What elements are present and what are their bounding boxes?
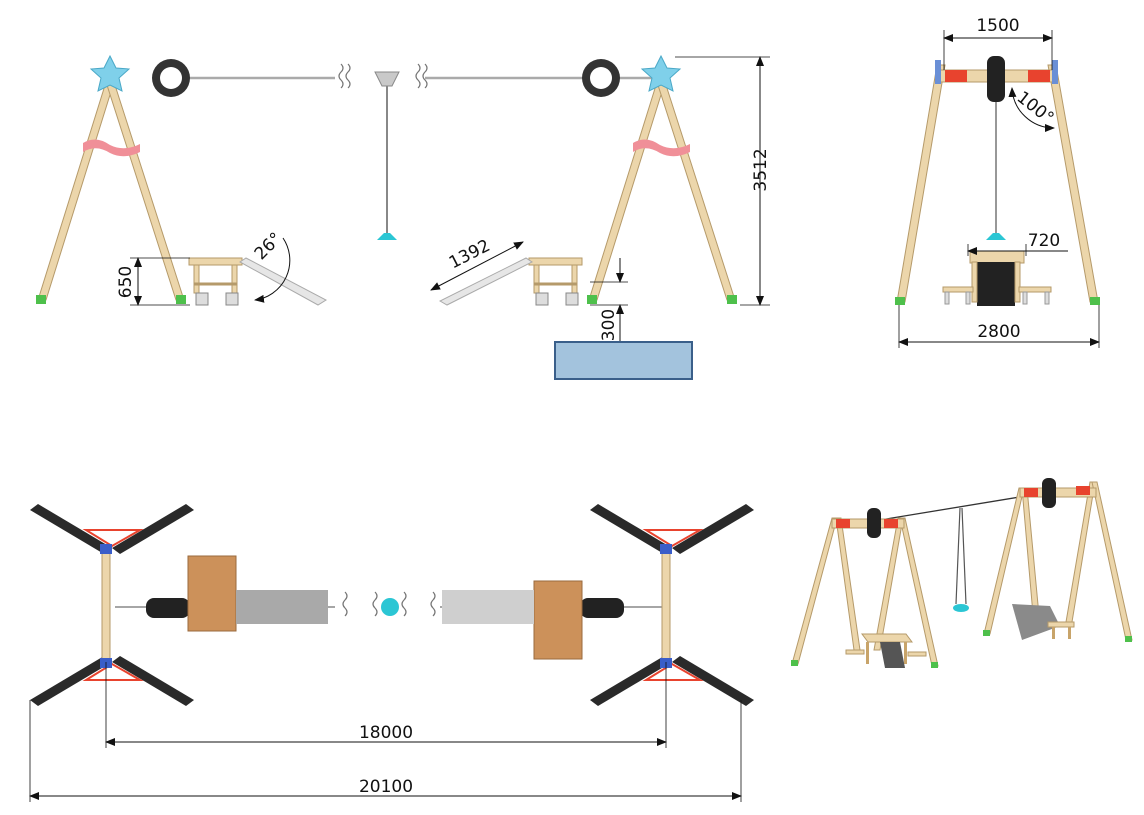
swing-seat bbox=[986, 233, 1006, 240]
beam-end bbox=[836, 519, 850, 528]
bench-height-label: 650 bbox=[116, 266, 136, 298]
foot bbox=[176, 295, 186, 304]
beam-3d-right bbox=[1019, 487, 1097, 498]
dimension-1392: 1392 bbox=[430, 236, 524, 291]
break-symbol-icon bbox=[342, 591, 436, 617]
frame-angle-label: 100° bbox=[1013, 88, 1058, 129]
ramp-length-label: 1392 bbox=[446, 236, 494, 273]
beam-end-left bbox=[945, 70, 967, 82]
foot bbox=[791, 660, 798, 666]
free-space-label: 300 bbox=[599, 309, 619, 341]
tire-icon bbox=[152, 59, 190, 97]
bracket-right bbox=[1052, 60, 1058, 84]
beam-end bbox=[1024, 488, 1038, 497]
cross-brace bbox=[83, 139, 140, 157]
perspective-view bbox=[791, 478, 1133, 668]
dimension-20100: 20100 bbox=[29, 700, 742, 802]
dimension-300: 300 bbox=[590, 258, 628, 345]
right-frame-plan bbox=[590, 504, 754, 706]
seat-width-label: 720 bbox=[1028, 231, 1060, 251]
bracket-left bbox=[935, 60, 941, 84]
bench-top-plan bbox=[533, 580, 583, 660]
foot bbox=[895, 297, 905, 305]
right-bench bbox=[528, 257, 583, 306]
dimension-650: 650 bbox=[116, 257, 190, 306]
star-ornament-icon bbox=[89, 54, 131, 92]
bench-3d-left bbox=[845, 633, 927, 668]
cross-brace bbox=[633, 139, 690, 157]
right-a-frame bbox=[587, 54, 737, 304]
highlight-box bbox=[554, 341, 693, 380]
dimension-100-angle: 100° bbox=[1008, 87, 1058, 133]
bench-end-view bbox=[942, 250, 1052, 306]
beam-end bbox=[1076, 486, 1090, 495]
outer-span-label: 20100 bbox=[359, 777, 413, 797]
tire-icon bbox=[582, 59, 620, 97]
foot bbox=[983, 630, 990, 636]
star-ornament-icon bbox=[640, 54, 682, 92]
dimension-720: 720 bbox=[967, 231, 1068, 256]
tire-icon bbox=[580, 598, 624, 618]
swing-rope-3d bbox=[961, 507, 967, 605]
tire-icon bbox=[146, 598, 190, 618]
front-elevation-view: 3512 650 26° 1392 300 bbox=[36, 54, 771, 380]
swing-rope-3d bbox=[955, 507, 961, 605]
plan-view: 18000 20100 bbox=[29, 504, 754, 802]
tire-icon bbox=[867, 508, 881, 538]
foot bbox=[1090, 297, 1100, 305]
foot bbox=[727, 295, 737, 304]
dimension-1500: 1500 bbox=[943, 16, 1053, 70]
beam-end-right bbox=[1028, 70, 1050, 82]
tire-icon bbox=[987, 56, 1005, 102]
dimension-18000: 18000 bbox=[105, 662, 667, 748]
dimension-2800: 2800 bbox=[898, 305, 1100, 348]
foot bbox=[1125, 636, 1132, 642]
trolley bbox=[374, 71, 400, 87]
left-bench bbox=[188, 257, 243, 306]
swing-seat-3d bbox=[953, 604, 969, 612]
left-ramp bbox=[239, 257, 328, 306]
dimension-3512: 3512 bbox=[675, 56, 771, 306]
foot bbox=[931, 662, 938, 668]
bench-top-plan bbox=[187, 555, 237, 632]
side-elevation-view: 1500 100° 720 2800 bbox=[895, 16, 1100, 348]
beam-width-label: 1500 bbox=[976, 16, 1019, 36]
ramp-plan-right bbox=[442, 590, 534, 624]
foot bbox=[36, 295, 46, 304]
height-label: 3512 bbox=[751, 148, 771, 191]
base-width-label: 2800 bbox=[977, 322, 1020, 342]
swing-seat bbox=[377, 233, 397, 240]
swing-seat-plan bbox=[381, 598, 399, 616]
foot bbox=[587, 295, 597, 304]
bench-3d-right bbox=[1012, 604, 1075, 640]
inner-span-label: 18000 bbox=[359, 723, 413, 743]
left-frame-plan bbox=[30, 504, 194, 706]
beam-end bbox=[884, 519, 898, 528]
ramp-plan-left bbox=[236, 590, 328, 624]
tire-icon bbox=[1042, 478, 1056, 508]
break-symbol-icon bbox=[338, 63, 428, 89]
left-a-frame bbox=[36, 54, 186, 304]
ramp-angle-label: 26° bbox=[251, 229, 286, 264]
